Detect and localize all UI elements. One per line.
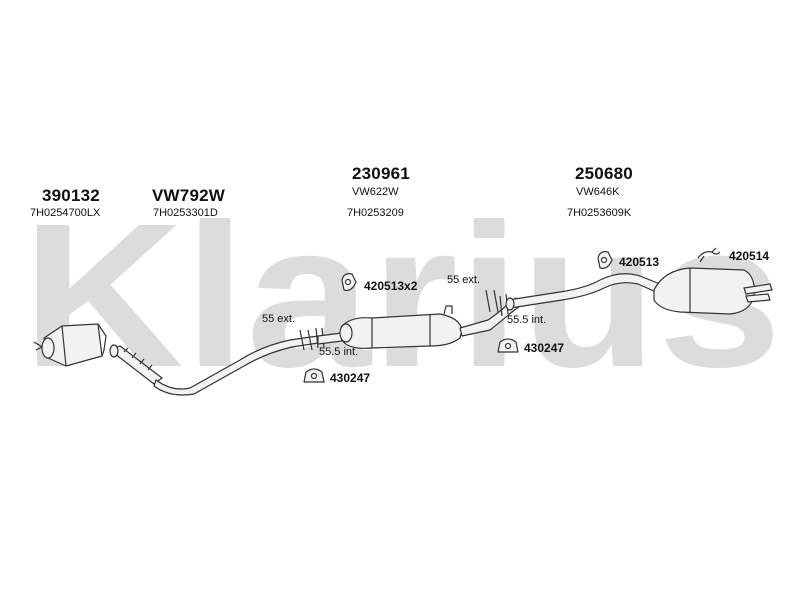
part-code-390132: 7H0254700LX [30, 207, 101, 219]
rear-silencer [505, 267, 773, 315]
part-code-vw792w: 7H0253301D [153, 207, 218, 219]
catalytic-converter [33, 323, 107, 367]
exhaust-mount-icon [497, 338, 519, 353]
rubber-mount-icon [341, 273, 357, 291]
part-code-250680: 7H0253609K [567, 207, 632, 219]
annotation-ext-left: 55 ext. [262, 313, 296, 325]
fitting-420513: 420513 [619, 255, 660, 269]
fitting-420514: 420514 [729, 249, 770, 263]
exhaust-mount-icon [303, 368, 325, 383]
part-number-230961: 230961 [352, 164, 410, 183]
rubber-mount-icon [597, 251, 613, 269]
fitting-430247-left: 430247 [330, 371, 371, 385]
centre-silencer [317, 297, 521, 349]
annotation-int-left: 55.5 int. [319, 346, 359, 358]
annotation-ext-right: 55 ext. [447, 274, 481, 286]
part-code-230961: 7H0253209 [347, 207, 404, 219]
fitting-420513x2: 420513x2 [364, 279, 418, 293]
part-number-250680: 250680 [575, 164, 633, 183]
part-number-390132: 390132 [42, 186, 100, 205]
fitting-430247-right: 430247 [524, 341, 565, 355]
part-number-vw792w: VW792W [152, 186, 225, 205]
part-sub-230961: VW622W [352, 186, 399, 198]
part-sub-250680: VW646K [576, 186, 620, 198]
annotation-int-right: 55.5 int. [507, 314, 547, 326]
hanger-bracket-icon [697, 247, 721, 263]
front-pipe [109, 335, 319, 396]
